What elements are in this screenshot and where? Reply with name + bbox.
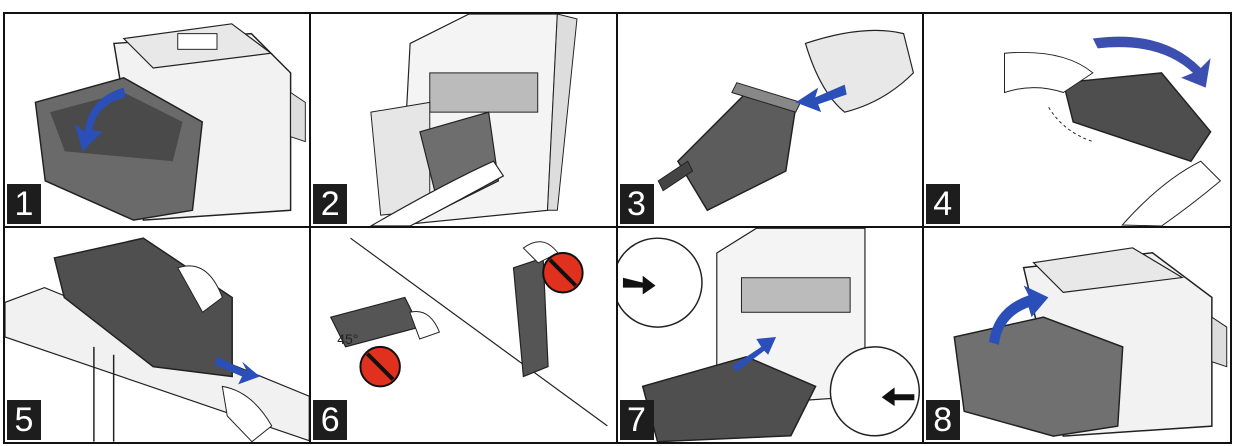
step-number: 8 <box>925 400 960 440</box>
illustration-remove-seal <box>5 237 310 442</box>
prohibited-icon <box>542 252 584 294</box>
step-panel-5: 5 <box>5 228 312 442</box>
arrow-icon <box>988 285 1049 345</box>
step-panel-6: 45° 6 <box>311 228 618 442</box>
illustration-close-front-cover <box>953 247 1227 437</box>
step-number: 7 <box>619 400 654 440</box>
step-number: 4 <box>925 184 960 224</box>
step-panel-4: 4 <box>923 14 1230 228</box>
step-panel-7: 7 <box>617 228 924 442</box>
arrow-icon <box>1092 36 1211 88</box>
prohibited-icon <box>359 345 402 388</box>
illustration-incorrect-handling <box>330 237 608 427</box>
arrow-icon <box>881 387 914 407</box>
step-number: 3 <box>619 184 654 224</box>
step-panel-8: 8 <box>923 228 1230 442</box>
step-panel-2: 2 <box>311 14 618 228</box>
illustration-open-front-cover <box>34 23 306 221</box>
step-number: 2 <box>313 184 348 224</box>
angle-label: 45° <box>337 331 359 347</box>
arrow-icon <box>214 356 260 385</box>
arrow-icon <box>74 87 126 152</box>
steps-grid: 1 2 3 <box>3 12 1232 444</box>
arrow-icon <box>795 84 847 113</box>
step-number: 5 <box>7 400 41 440</box>
illustration-insert-cartridge <box>617 228 920 442</box>
step-number: 1 <box>7 184 41 224</box>
step-number: 6 <box>313 400 348 440</box>
step-panel-1: 1 <box>5 14 312 228</box>
illustration-unpack-new-cartridge <box>657 29 914 212</box>
illustration-remove-old-cartridge <box>369 14 578 226</box>
detail-circle-left <box>617 237 703 328</box>
arrow-icon <box>622 275 656 295</box>
arrow-icon <box>731 336 776 372</box>
illustration-shake-cartridge <box>1003 36 1221 226</box>
step-panel-3: 3 <box>617 14 924 228</box>
detail-circle-right <box>829 346 920 437</box>
